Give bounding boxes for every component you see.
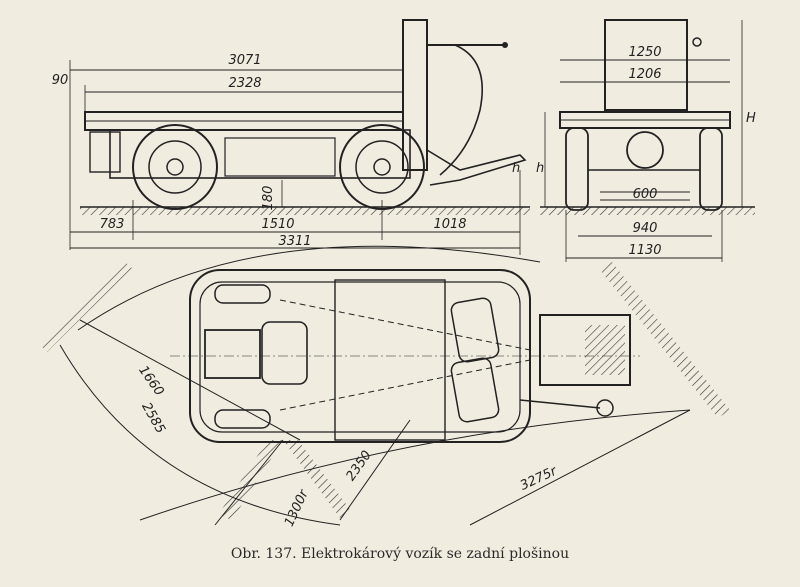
side-wheel-front	[132, 124, 218, 210]
dim-platform-length: 2328	[228, 76, 261, 91]
dim-track: 940	[633, 221, 658, 236]
dim-front-overhang: 783	[100, 217, 125, 232]
side-chassis	[109, 129, 411, 179]
front-motor	[626, 131, 664, 169]
front-post	[604, 19, 688, 111]
front-wheel-left	[565, 127, 589, 211]
side-ground	[80, 207, 530, 215]
front-wheel-right	[699, 127, 723, 211]
dim-overall-top: 3071	[228, 53, 261, 68]
dim-clearance: 180	[261, 186, 276, 211]
dim-side-h: h	[512, 161, 520, 176]
plan-view: 1660 2585 1300r 2350 3275r	[40, 245, 730, 529]
dim-wheelbase: 1510	[261, 217, 294, 232]
figure-caption: Obr. 137. Elektrokárový vozík se zadní p…	[230, 546, 570, 562]
dim-front-H: H	[746, 111, 756, 126]
dim-front-h: h	[536, 161, 544, 176]
side-view: 3071 90 2328 783 1510 1018 3311 180 h	[52, 19, 530, 255]
dim-radius-inner: 1660	[135, 363, 166, 399]
dim-offset-left: 90	[52, 73, 69, 88]
side-wheel-rear	[339, 124, 425, 210]
dim-rear-overhang: 1018	[433, 217, 466, 232]
dim-width-top: 1250	[628, 45, 661, 60]
dim-radius-r2: 2350	[343, 448, 374, 484]
wall-right	[600, 262, 730, 418]
dim-radius-r1: 1300r	[282, 486, 313, 529]
front-view: 1250 1206 600 940 1130 h H	[536, 19, 756, 262]
front-ground	[540, 207, 755, 215]
dim-axle-width: 600	[633, 187, 658, 202]
dim-overall-length: 3311	[278, 234, 311, 249]
dim-width-platform: 1206	[628, 67, 661, 82]
wall-bottom-right	[283, 440, 352, 518]
plan-driver-platform	[539, 314, 631, 386]
dim-radius-outer: 2585	[138, 400, 168, 436]
side-step	[426, 149, 527, 186]
wall-left	[40, 262, 132, 352]
plan-motor	[204, 329, 261, 379]
dim-overall-width: 1130	[628, 243, 661, 258]
side-mast	[402, 19, 428, 171]
